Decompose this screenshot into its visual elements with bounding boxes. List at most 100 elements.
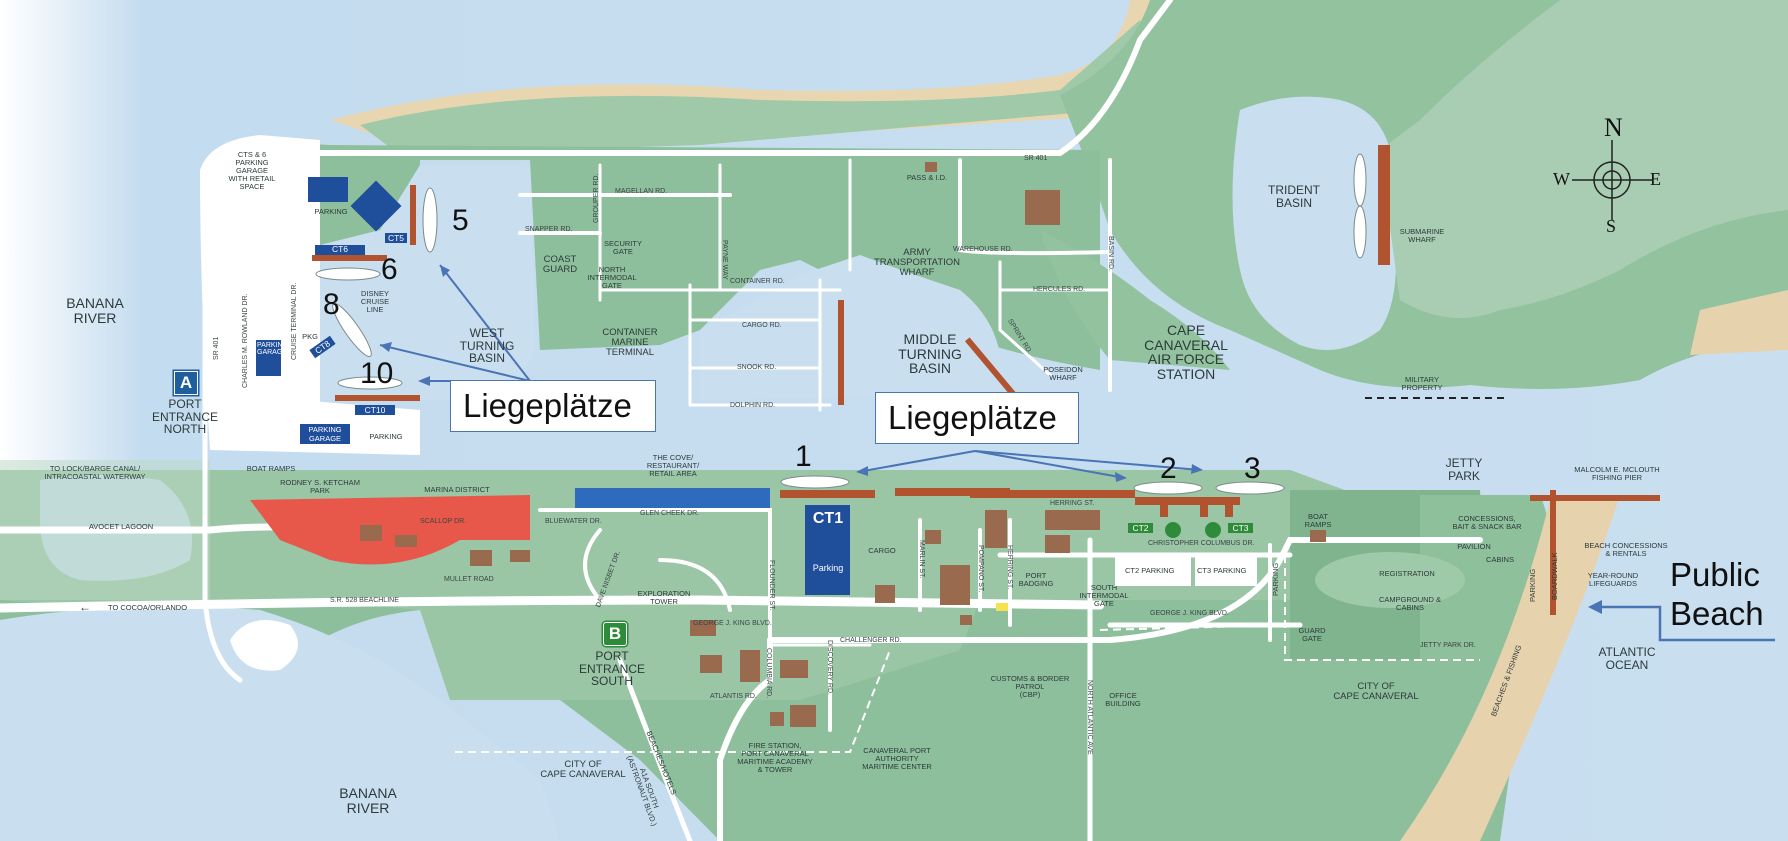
west-turning-basin-label: WEST TURNING BASIN — [459, 326, 515, 366]
compass-rose — [1572, 140, 1652, 220]
interchange-pond — [230, 620, 298, 671]
berth-3: 3 — [1244, 452, 1261, 485]
road-cargo: CARGO RD. — [742, 322, 782, 329]
ct1-building — [805, 505, 850, 595]
boardwalk-label: BOARDWALK — [1550, 552, 1559, 600]
concessions-label: CONCESSIONS, BAIT & SNACK BAR — [1452, 514, 1522, 531]
ct2-tag: CT2 — [1128, 523, 1153, 533]
ct1-parking-tag: Parking — [812, 563, 844, 573]
cape-south — [1040, 230, 1230, 370]
ct5-tag: CT5 — [385, 233, 407, 243]
road-charles-rowland: CHARLES M. ROWLAND DR. — [242, 293, 249, 388]
berth-1: 1 — [795, 440, 812, 473]
avocet-lagoon-label: AVOCET LAGOON — [88, 522, 154, 531]
lock-canal-label: TO LOCK/BARGE CANAL/ INTRACOASTAL WATERW… — [44, 464, 146, 481]
military-property-label: MILITARY PROPERTY — [1401, 375, 1443, 392]
port-entrance-south-label: PORT ENTRANCE SOUTH — [578, 649, 646, 689]
poseidon-wharf-label: POSEIDON WHARF — [1043, 365, 1083, 382]
callout-west: Liegeplätze — [450, 380, 656, 432]
road-marlin: MARLIN ST. — [918, 540, 925, 579]
customs-label: CUSTOMS & BORDER PATROL (CBP) — [990, 674, 1070, 699]
road-grouper: GROUPER RD. — [593, 173, 600, 223]
road-bluewater: BLUEWATER DR. — [545, 518, 602, 525]
ketcham-park-label: RODNEY S. KETCHAM PARK — [280, 478, 360, 495]
road-basin: BASIN RD. — [1107, 236, 1114, 272]
campground-loop — [1315, 552, 1465, 608]
north-port-land — [220, 143, 1100, 431]
marina-district — [250, 495, 530, 565]
berth-8: 8 — [323, 288, 340, 321]
fire-station-label: FIRE STATION, PORT CANAVERAL MARITIME AC… — [737, 741, 813, 774]
road-sr401-side: SR 401 — [213, 336, 220, 360]
road-columbia: COLUMBIA RD. — [765, 648, 772, 699]
registration-label: REGISTRATION — [1379, 569, 1435, 578]
maritime-center-label: CANAVERAL PORT AUTHORITY MARITIME CENTER — [862, 746, 932, 771]
boat-ramps-east-label: BOAT RAMPS — [1304, 512, 1332, 529]
road-cruise-terminal: CRUISE TERMINAL DR. — [291, 282, 298, 360]
guard-gate-label: GUARD GATE — [1298, 626, 1326, 643]
disney-label: DISNEY CRUISE LINE — [360, 289, 390, 314]
atlantic-ocean-label: ATLANTIC OCEAN — [1598, 645, 1656, 672]
berth-2: 2 — [1160, 452, 1177, 485]
road-sr528: S.R. 528 BEACHLINE — [330, 597, 399, 604]
parking-garage-bottom-tag: PARKING GARAGE — [308, 425, 342, 443]
road-gjk-east: GEORGE J. KING BLVD. — [1150, 610, 1229, 617]
road-atlantis: ATLANTIS RD. — [710, 693, 757, 700]
fishing-pier-label: MALCOLM E. McLOUTH FISHING PIER — [1574, 465, 1660, 482]
parking-vertical-east: PARKING — [1528, 568, 1537, 602]
marker-a[interactable]: A — [174, 371, 198, 395]
cabins-label: CABINS — [1486, 555, 1514, 564]
road-discovery: DISCOVERY RD. — [826, 640, 833, 695]
lifeguards-label: YEAR-ROUND LIFEGUARDS — [1587, 571, 1639, 588]
compass-e: E — [1650, 169, 1661, 189]
cargo-label: CARGO — [868, 546, 896, 555]
trident-basin-water — [1232, 96, 1396, 351]
road-christopher-columbus: CHRISTOPHER COLUMBUS DR. — [1148, 540, 1255, 547]
north-shore-land — [360, 20, 1150, 155]
road-hercules: HERCULES RD. — [1033, 286, 1086, 293]
road-sr401-top: SR 401 — [1024, 155, 1048, 162]
trident-basin-label: TRIDENT BASIN — [1268, 183, 1320, 210]
banana-river-north-label: BANANA RIVER — [66, 295, 124, 326]
road-scallop: SCALLOP DR. — [420, 518, 467, 525]
compass-s: S — [1606, 216, 1617, 236]
cape-canaveral-afs-label: CAPE CANAVERAL AIR FORCE STATION — [1144, 322, 1228, 383]
road-pompano: POMPANO ST. — [977, 545, 984, 593]
office-building-label: OFFICE BUILDING — [1105, 691, 1141, 708]
city-cc-south-label: CITY OF CAPE CANAVERAL — [540, 759, 626, 780]
berth-10: 10 — [360, 357, 394, 390]
east-beach — [1400, 495, 1620, 841]
parking-south-lot-label: PARKING — [369, 432, 403, 441]
submarine-wharf-label: SUBMARINE WHARF — [1399, 227, 1445, 244]
road-herring-v: HERRING ST. — [1006, 545, 1013, 590]
boat-ramps-west-label: BOAT RAMPS — [246, 464, 296, 473]
south-intermodal-gate-label: SOUTH INTERMODAL GATE — [1079, 583, 1129, 608]
ct3-parking-lot — [1195, 556, 1257, 586]
road-container: CONTAINER RD. — [730, 278, 785, 285]
exploration-tower-label: EXPLORATION TOWER — [637, 589, 691, 606]
city-cc-east-label: CITY OF CAPE CANAVERAL — [1333, 681, 1419, 702]
road-payne: PAYNE WAY — [721, 240, 728, 280]
public-beach-label: Public Beach — [1670, 556, 1764, 632]
berth-6: 6 — [381, 253, 398, 286]
road-snook: SNOOK RD. — [737, 364, 777, 371]
army-wharf-label: ARMY TRANSPORTATION WHARF — [873, 247, 961, 278]
compass-w: W — [1553, 169, 1570, 189]
security-gate-label: SECURITY GATE — [604, 239, 642, 256]
coast-guard-label: COAST GUARD — [542, 254, 578, 275]
parking-vertical-jetty: PARKING — [1271, 562, 1280, 596]
ships — [315, 153, 1367, 495]
marker-b[interactable]: B — [603, 622, 627, 646]
jetty-park-label: JETTY PARK — [1445, 456, 1483, 483]
banana-river-south-label: BANANA RIVER — [339, 785, 397, 816]
road-glen-cheek: GLEN CHEEK DR. — [640, 510, 700, 517]
road-warehouse: WAREHOUSE RD. — [953, 246, 1013, 253]
cts-garage-label: CTS & 6 PARKING GARAGE WITH RETAIL SPACE — [228, 150, 276, 191]
road-snapper: SNAPPER RD. — [525, 226, 573, 233]
ct2-parking-lot — [1115, 556, 1191, 586]
roads — [0, 0, 1480, 841]
cove-area — [575, 488, 770, 508]
road-gjk-west: GEORGE J. KING BLVD. — [693, 620, 772, 627]
compass-n: N — [1604, 113, 1623, 142]
road-flounder: FLOUNDER ST. — [768, 560, 775, 611]
